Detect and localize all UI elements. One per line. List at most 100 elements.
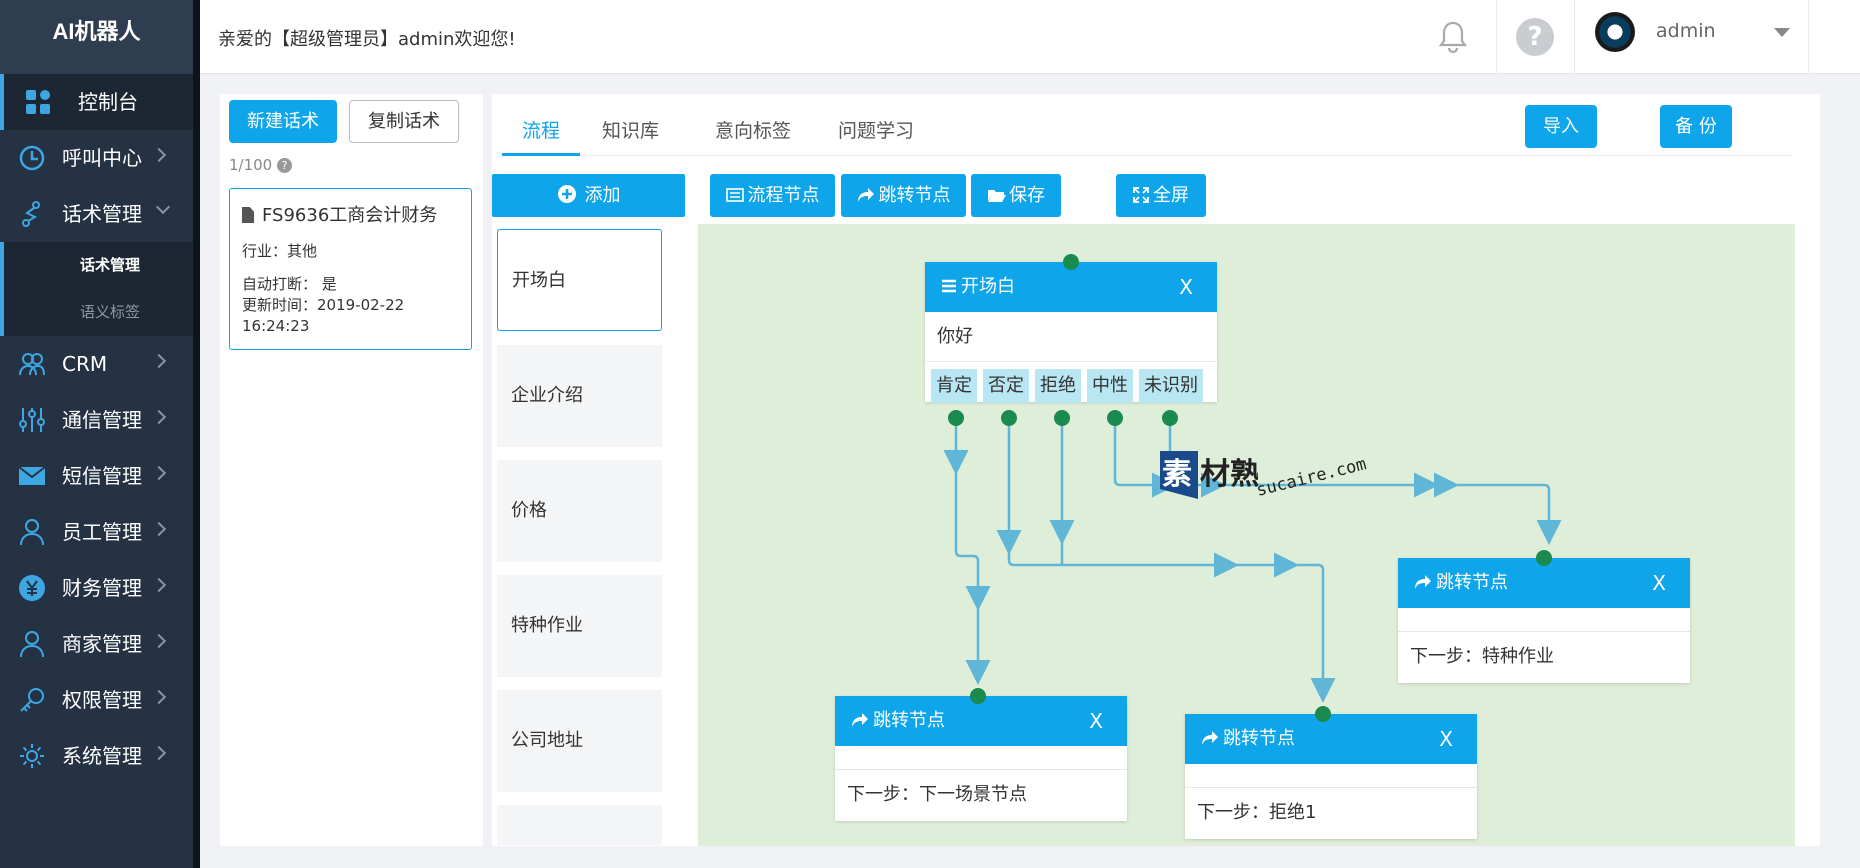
connector-negate [1007, 418, 1336, 703]
script-count-value: 1/100 [229, 156, 273, 174]
sidebar-item-communication[interactable]: 通信管理 [0, 392, 193, 448]
flow-node-button[interactable]: 流程节点 [710, 174, 835, 217]
new-script-button[interactable]: 新建话术 [229, 100, 337, 143]
sidebar-submenu: 话术管理 语义标签 [0, 242, 193, 336]
sidebar-item-staff[interactable]: 员工管理 [0, 504, 193, 560]
svg-text:素: 素 [1162, 457, 1192, 492]
sidebar-item-sms[interactable]: 短信管理 [0, 448, 193, 504]
tab-flow[interactable]: 流程 [522, 120, 561, 142]
flow-editor-panel: 流程 知识库 意向标签 问题学习 导入 备 份 添加 流程节点 跳转节点 保存 … [492, 94, 1820, 846]
close-node-button[interactable]: X [1179, 275, 1193, 299]
sidebar-item-crm[interactable]: CRM [0, 336, 193, 392]
share-icon [852, 713, 868, 727]
scene-item[interactable]: 价格 [497, 460, 662, 562]
svg-text:熟: 熟 [1230, 457, 1258, 492]
sidebar-item-label: 控制台 [78, 90, 138, 114]
scene-item[interactable]: 公司地址 [497, 690, 662, 792]
watermark-logo: 素 材 熟 [1160, 451, 1260, 499]
output-port[interactable] [1107, 410, 1123, 426]
sidebar-item-finance[interactable]: 财务管理 [0, 560, 193, 616]
sidebar-item-label: 短信管理 [62, 464, 142, 488]
sidebar-item-label: 话术管理 [62, 202, 142, 226]
output-port[interactable] [1001, 410, 1017, 426]
user-icon [20, 519, 44, 546]
scene-item[interactable]: 特种作业 [497, 575, 662, 677]
option-reject[interactable]: 拒绝 [1035, 369, 1081, 403]
sidebar-item-merchant[interactable]: 商家管理 [0, 616, 193, 672]
input-port[interactable] [1536, 550, 1552, 566]
close-node-button[interactable]: X [1089, 709, 1103, 733]
scene-item[interactable]: 企业介绍 [497, 345, 662, 447]
input-port[interactable] [970, 688, 986, 704]
chevron-right-icon [151, 147, 167, 163]
script-card[interactable]: FS9636工商会计财务 行业：其他 自动打断： 是 更新时间：2019-02-… [229, 188, 472, 350]
output-port[interactable] [1054, 410, 1070, 426]
sidebar-item-script-management[interactable]: 话术管理 [0, 186, 193, 242]
chevron-right-icon [151, 745, 167, 761]
output-port[interactable] [948, 410, 964, 426]
yen-icon [19, 575, 45, 601]
option-negate[interactable]: 否定 [983, 369, 1029, 403]
script-title-text: FS9636工商会计财务 [262, 205, 438, 226]
sidebar-item-label: CRM [62, 352, 108, 376]
username[interactable]: admin [1656, 20, 1716, 42]
sidebar-item-system[interactable]: 系统管理 [0, 728, 193, 784]
jump-node-button[interactable]: 跳转节点 [841, 174, 966, 217]
tab-intent-tags[interactable]: 意向标签 [715, 120, 792, 142]
sidebar-item-dashboard[interactable]: 控制台 [0, 74, 193, 130]
submenu-item-script-management[interactable]: 话术管理 [80, 256, 141, 274]
jump-node-body [1185, 764, 1477, 788]
close-node-button[interactable]: X [1439, 727, 1453, 751]
fullscreen-button[interactable]: 全屏 [1116, 174, 1206, 217]
tab-knowledge-base[interactable]: 知识库 [602, 120, 660, 142]
flow-connectors [943, 418, 1562, 703]
svg-text:材: 材 [1200, 457, 1230, 492]
input-port[interactable] [1315, 706, 1331, 722]
fullscreen-label: 全屏 [1153, 185, 1189, 206]
caret-down-icon[interactable] [1774, 28, 1790, 37]
tab-question-learning[interactable]: 问题学习 [838, 120, 915, 142]
backup-button[interactable]: 备 份 [1660, 105, 1732, 148]
import-button[interactable]: 导入 [1525, 105, 1597, 148]
input-port[interactable] [1063, 254, 1079, 270]
script-industry: 行业：其他 [242, 242, 318, 260]
scene-item[interactable] [497, 805, 662, 845]
add-scene-button[interactable]: 添加 [492, 174, 685, 217]
submenu-item-semantic-tags[interactable]: 语义标签 [80, 303, 141, 321]
connector-affirm [954, 418, 991, 685]
tab-bar: 流程 知识库 意向标签 问题学习 [502, 94, 1792, 156]
sidebar-item-label: 商家管理 [62, 632, 142, 656]
header-divider [1574, 0, 1575, 74]
start-node-header[interactable]: 开场白 X [925, 262, 1217, 312]
share-icon [857, 188, 874, 202]
option-affirm[interactable]: 肯定 [931, 369, 977, 403]
flow-canvas[interactable]: 素 材 熟 sucaire.com 开场白 X 你好 肯定 否定 拒绝 中性 未识… [698, 224, 1795, 846]
help-icon[interactable]: ? [1516, 18, 1554, 56]
option-unrecognized[interactable]: 未识别 [1139, 369, 1203, 403]
question-icon[interactable]: ? [277, 158, 293, 173]
avatar[interactable] [1595, 12, 1635, 52]
start-node[interactable]: 开场白 X 你好 肯定 否定 拒绝 中性 未识别 [925, 262, 1217, 403]
save-button[interactable]: 保存 [971, 174, 1061, 217]
plus-circle-icon [557, 185, 576, 203]
share-icon [1202, 731, 1218, 745]
watermark: 素 材 熟 sucaire.com [1158, 449, 1368, 503]
close-node-button[interactable]: X [1652, 571, 1666, 595]
start-node-options: 肯定 否定 拒绝 中性 未识别 [925, 362, 1217, 403]
bell-icon[interactable] [1438, 20, 1468, 54]
copy-script-button[interactable]: 复制话术 [349, 100, 459, 143]
start-node-say: 你好 [925, 312, 1217, 362]
start-node-title: 开场白 [961, 276, 1015, 297]
scene-item[interactable]: 开场白 [497, 229, 662, 331]
sidebar: AI机器人 控制台 呼叫中心 话术管理 话术管理 语义标签 CRM 通信管理 短… [0, 0, 200, 868]
option-neutral[interactable]: 中性 [1087, 369, 1133, 403]
sidebar-item-call-center[interactable]: 呼叫中心 [0, 130, 193, 186]
output-port[interactable] [1162, 410, 1178, 426]
sidebar-item-permissions[interactable]: 权限管理 [0, 672, 193, 728]
